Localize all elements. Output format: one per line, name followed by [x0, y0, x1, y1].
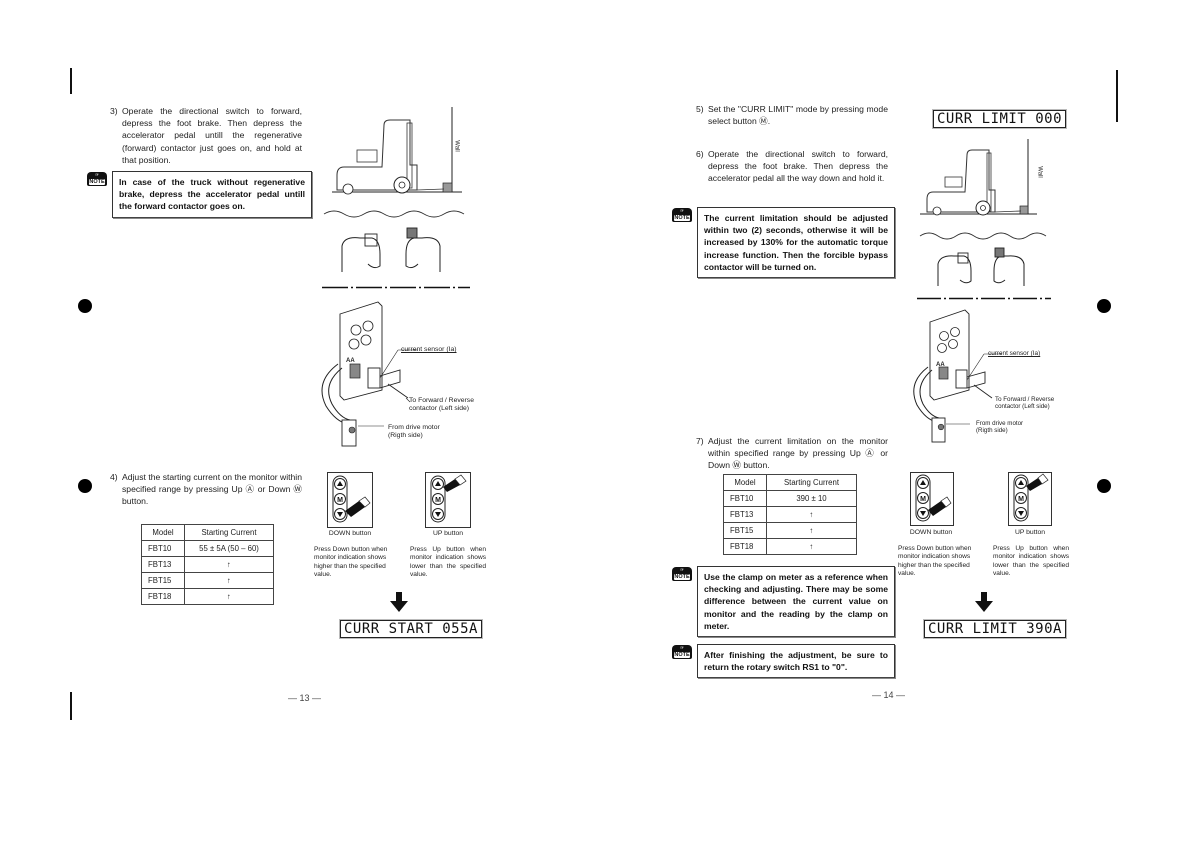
to-forward-reverse-label: To Forward / Reverse contactor (Left sid… [995, 396, 1055, 411]
note-icon: ☞NOTE [672, 208, 692, 222]
page-number: — 13 — [288, 693, 322, 703]
note-current-limitation: The current limitation should be adjuste… [697, 207, 895, 279]
down-button-caption: Press Down button when monitor indicatio… [898, 545, 972, 578]
aa-label: AA [346, 358, 355, 364]
current-sensor-label: current sensor (Ia) [988, 350, 1041, 357]
arrow-down-icon [390, 592, 408, 612]
table-row: FBT18↑ [141, 588, 274, 605]
svg-text:M: M [337, 497, 343, 504]
arrow-down-icon [975, 592, 993, 612]
up-button-panel [425, 472, 471, 528]
svg-text:M: M [435, 497, 441, 504]
lcd-display-curr-limit-390a: CURR LIMIT 390A [924, 620, 1066, 638]
punch-hole [78, 479, 92, 493]
lcd-display-curr-start: CURR START 055A [340, 620, 482, 638]
crop-mark-bottom-left [70, 692, 72, 720]
wall-label: Wall [1036, 166, 1043, 178]
punch-hole [1097, 299, 1111, 313]
table-header-row: Model Starting Current [723, 474, 857, 491]
note-icon: ☞NOTE [87, 172, 107, 186]
wavy-divider [919, 232, 1047, 240]
wall-label: Wall [453, 140, 460, 152]
monitor-keypad-up: M [1013, 473, 1049, 522]
up-button-label: UP button [1014, 529, 1046, 536]
crop-mark-top-right [1116, 70, 1118, 122]
up-button-caption: Press Up button when monitor indication … [993, 545, 1069, 578]
monitor-keypad-up: M [430, 474, 467, 523]
crop-mark-top-left [70, 68, 72, 94]
monitor-keypad-down: M [915, 474, 952, 522]
note-icon: ☞NOTE [672, 567, 692, 581]
aa-label: AA [936, 362, 945, 368]
section-divider [917, 297, 1051, 300]
step-7: 7) Adjust the current limitation on the … [696, 436, 888, 471]
controller-panel-illustration [321, 301, 418, 447]
table-row: FBT15↑ [141, 572, 274, 589]
forklift-illustration [920, 139, 1037, 216]
table-header-row: Model Starting Current [141, 524, 274, 541]
forklift-illustration [332, 107, 462, 195]
controller-panel-illustration [913, 309, 1002, 443]
lcd-display-curr-limit-000: CURR LIMIT 000 [933, 110, 1067, 128]
note-icon: ☞NOTE [672, 645, 692, 659]
monitor-keypad-down: M [332, 475, 371, 523]
note-regenerative-brake: In case of the truck without regenerativ… [112, 171, 312, 218]
current-sensor-label: current sensor (Ia) [401, 346, 457, 353]
up-button-label: UP button [432, 530, 464, 537]
from-drive-motor-label: From drive motor (Rigth side) [388, 424, 440, 439]
down-button-label: DOWN button [909, 529, 953, 536]
down-button-panel [910, 472, 954, 526]
step-5: 5) Set the "CURR LIMIT" mode by pressing… [696, 104, 888, 127]
table-row: FBT13↑ [723, 506, 857, 523]
page-number: — 14 — [872, 690, 906, 700]
up-button-caption: Press Up button when monitor indication … [410, 546, 486, 579]
hands-pedal-illustration [937, 247, 1025, 286]
note-rotary-switch: After finishing the adjustment, be sure … [697, 644, 895, 679]
step-3: 3) Operate the directional switch to for… [110, 106, 302, 165]
to-forward-reverse-label: To Forward / Reverse contactor (Left sid… [409, 397, 474, 412]
punch-hole [1097, 479, 1111, 493]
hands-pedal-illustration [341, 227, 441, 272]
table-row: FBT15↑ [723, 522, 857, 539]
step-4: 4) Adjust the starting current on the mo… [110, 472, 302, 507]
down-button-caption: Press Down button when monitor indicatio… [314, 546, 388, 579]
svg-text:M: M [1018, 496, 1024, 503]
table-row: FBT18↑ [723, 538, 857, 555]
down-button-panel [327, 472, 373, 528]
note-clamp-meter: Use the clamp on meter as a reference wh… [697, 566, 895, 638]
step-6: 6) Operate the directional switch to for… [696, 149, 888, 184]
up-button-panel [1008, 472, 1052, 526]
wavy-divider [323, 210, 465, 218]
table-row: FBT13↑ [141, 556, 274, 573]
down-button-label: DOWN button [328, 530, 372, 537]
section-divider [322, 286, 470, 289]
punch-hole [78, 299, 92, 313]
svg-text:M: M [920, 496, 926, 503]
from-drive-motor-label: From drive motor (Rigth side) [976, 420, 1024, 435]
